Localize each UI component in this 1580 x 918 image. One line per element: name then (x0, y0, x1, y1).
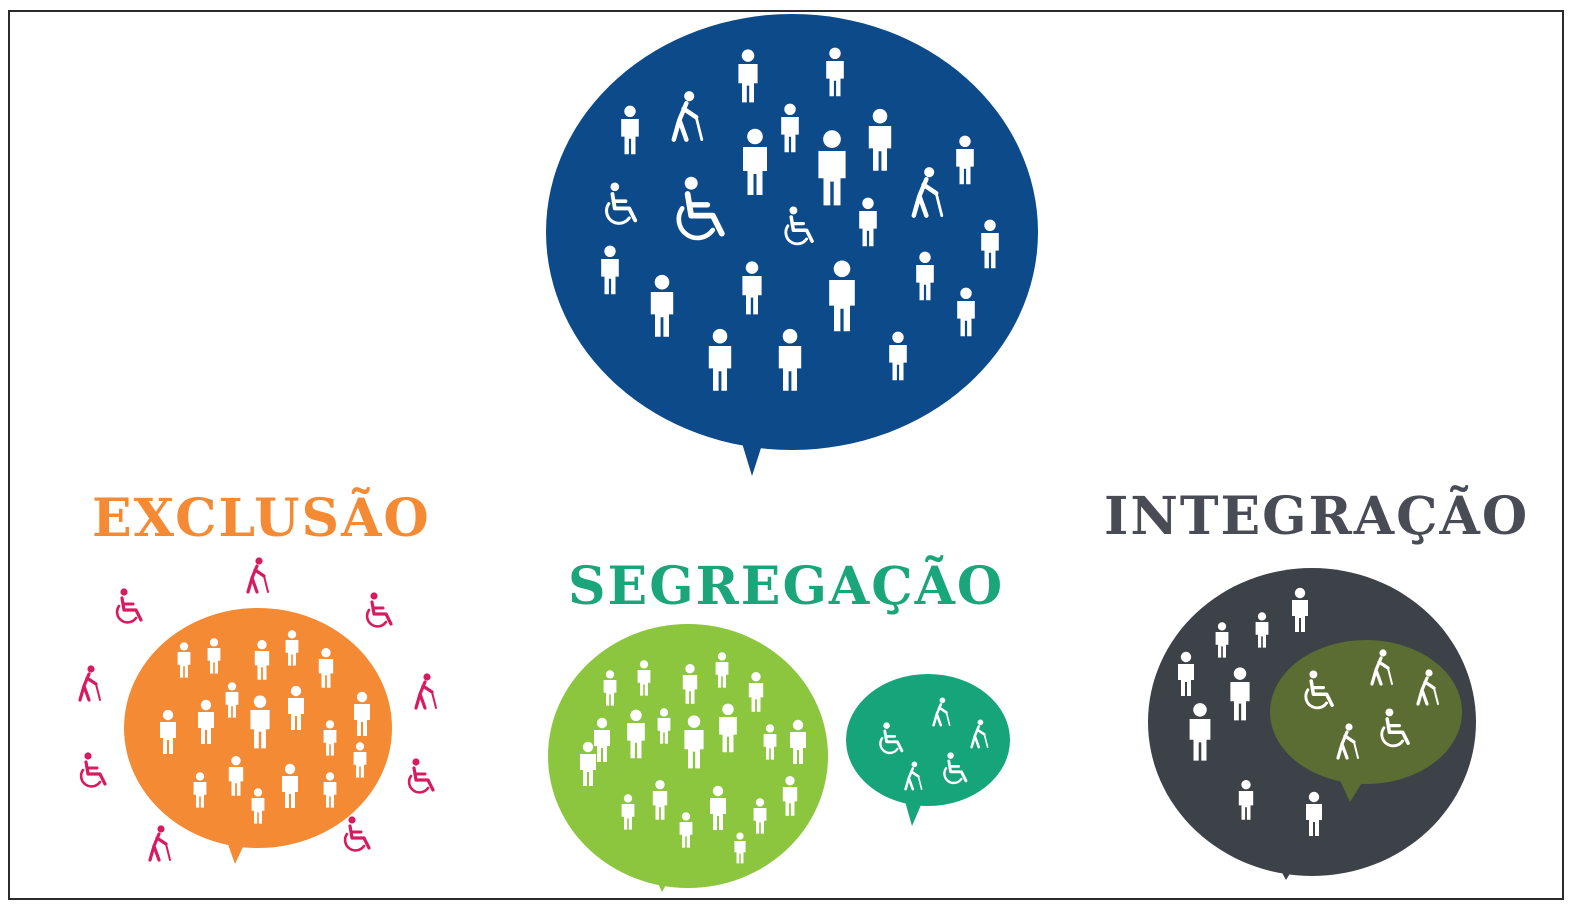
bubble-society (546, 14, 1038, 476)
person-icon (682, 664, 698, 704)
wheelchair-icon (407, 758, 435, 794)
person-icon (1189, 703, 1211, 761)
person-icon (251, 788, 265, 824)
person-icon (177, 642, 191, 678)
label-integracao: INTEGRAÇÃO (1104, 486, 1530, 547)
person-icon (323, 772, 337, 808)
person-icon (652, 780, 668, 820)
person-icon (743, 128, 767, 195)
person-icon (627, 709, 645, 759)
person-icon (318, 648, 334, 688)
person-icon (981, 219, 999, 269)
person-icon (738, 49, 758, 103)
elderly-cane-icon (970, 719, 989, 749)
label-exclusao: EXCLUSÃO (92, 488, 431, 549)
person-icon (818, 130, 846, 206)
person-icon (601, 245, 619, 295)
person-icon (594, 717, 610, 762)
person-icon (1215, 622, 1229, 658)
elderly-cane-icon (671, 91, 704, 142)
person-icon (285, 630, 299, 666)
person-icon (782, 776, 798, 816)
person-icon (956, 135, 974, 185)
bubble-segregacao-small (846, 674, 1010, 826)
person-icon (859, 197, 877, 247)
person-icon (1255, 612, 1269, 648)
person-icon (603, 670, 617, 706)
elderly-cane-icon (1370, 649, 1393, 686)
wheelchair-icon (1304, 670, 1334, 710)
wheelchair-icon (115, 588, 143, 624)
elderly-cane-icon (904, 761, 923, 791)
person-icon (228, 756, 244, 796)
bubble-integracao-inner (1270, 640, 1462, 802)
label-segregacao: SEGREGAÇÃO (568, 556, 1005, 617)
person-icon (207, 638, 221, 674)
elderly-cane-icon (932, 697, 951, 727)
person-icon (829, 260, 855, 332)
person-icon (734, 832, 746, 864)
person-icon (160, 709, 176, 754)
person-icon (650, 274, 674, 337)
person-icon (1238, 780, 1254, 820)
wheelchair-icon (604, 182, 638, 225)
person-icon (1306, 791, 1322, 836)
person-icon (198, 699, 214, 744)
elderly-cane-icon (246, 557, 269, 594)
person-icon (715, 652, 729, 688)
person-icon (748, 672, 764, 712)
person-icon (710, 785, 726, 830)
person-icon (282, 763, 298, 808)
person-icon (790, 719, 806, 764)
person-icon (781, 103, 799, 153)
person-icon (916, 251, 934, 301)
elderly-cane-icon (1336, 723, 1359, 760)
person-icon (868, 108, 892, 171)
wheelchair-icon (943, 752, 968, 785)
wheelchair-icon (365, 592, 393, 628)
wheelchair-icon (676, 176, 725, 241)
person-icon (763, 724, 777, 760)
wheelchair-icon (79, 752, 107, 788)
person-icon (288, 685, 304, 730)
person-icon (1178, 651, 1194, 696)
elderly-cane-icon (911, 167, 944, 218)
person-icon (225, 682, 239, 718)
person-icon (254, 640, 270, 680)
person-icon (250, 695, 270, 749)
person-icon (354, 691, 370, 736)
person-icon (778, 328, 802, 391)
person-icon (193, 772, 207, 808)
person-icon (684, 715, 704, 769)
person-icon (637, 660, 651, 696)
elderly-cane-icon (148, 825, 171, 862)
person-icon (323, 720, 337, 756)
person-icon (742, 261, 762, 315)
person-icon (1230, 667, 1250, 721)
person-icon (957, 287, 975, 337)
person-icon (753, 798, 767, 834)
elderly-cane-icon (1416, 669, 1439, 706)
person-icon (621, 794, 635, 830)
person-icon (353, 742, 367, 778)
wheelchair-icon (784, 206, 814, 246)
elderly-cane-icon (78, 665, 101, 702)
wheelchair-icon (1380, 708, 1410, 748)
person-icon (719, 703, 737, 753)
person-icon (826, 47, 844, 97)
wheelchair-icon (343, 816, 371, 852)
person-icon (1292, 587, 1308, 632)
elderly-cane-icon (414, 673, 437, 710)
person-icon (621, 105, 639, 155)
person-icon (679, 812, 693, 848)
person-icon (657, 708, 671, 744)
person-icon (580, 741, 596, 786)
person-icon (708, 328, 732, 391)
wheelchair-icon (879, 722, 904, 755)
person-icon (889, 331, 907, 381)
